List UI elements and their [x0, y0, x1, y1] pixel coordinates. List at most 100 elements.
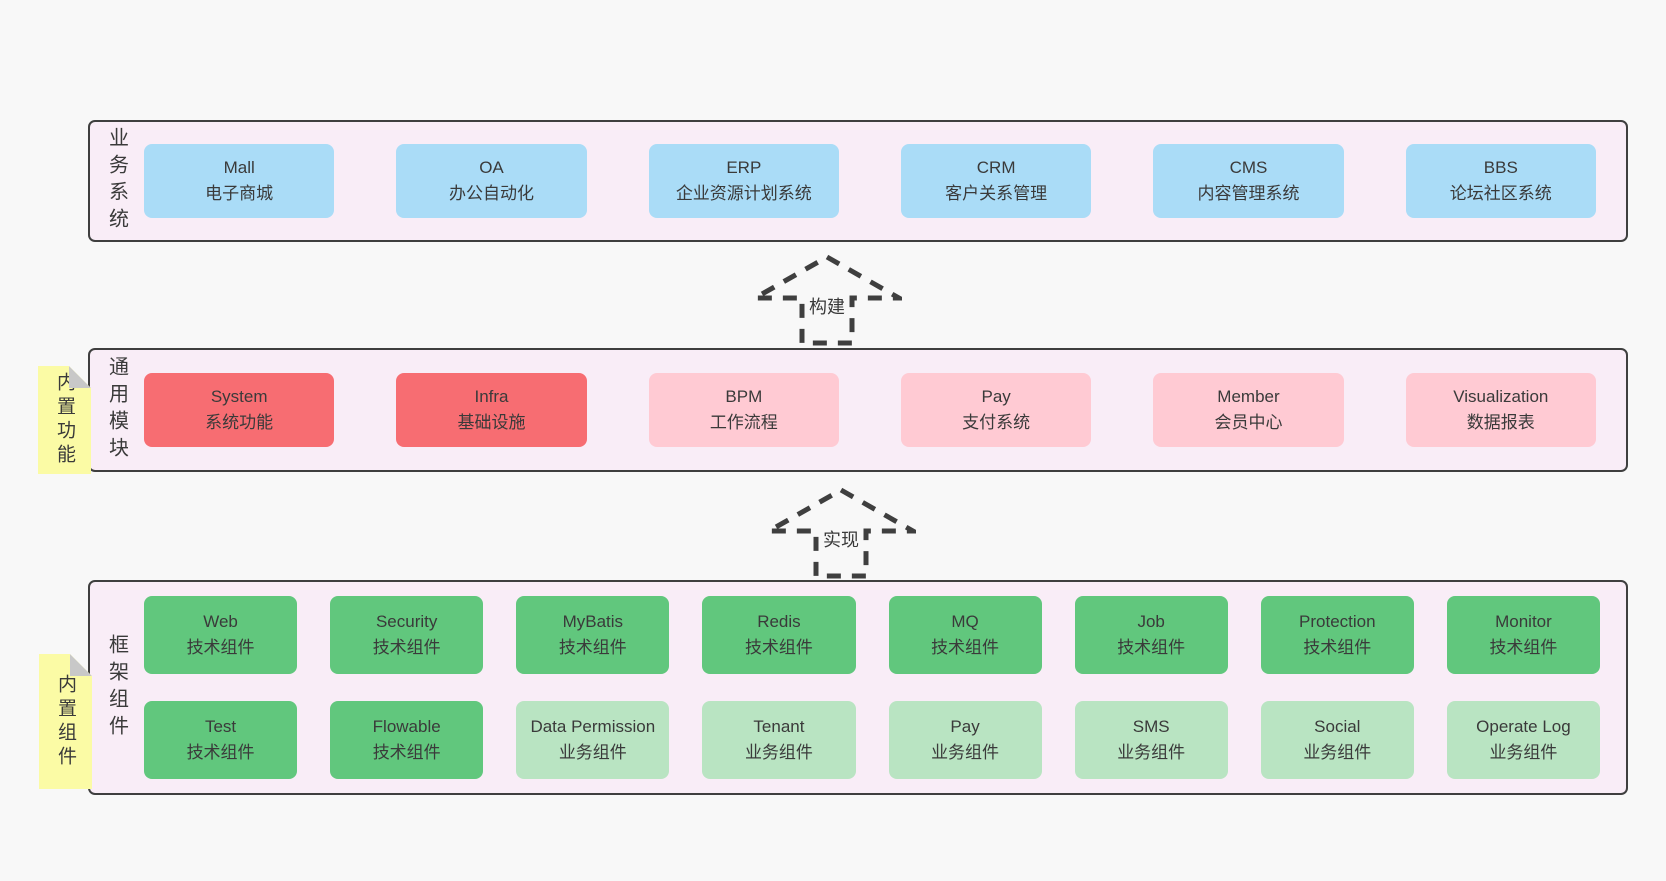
box-name: MQ	[951, 611, 979, 631]
box-desc: 内容管理系统	[1197, 184, 1300, 203]
box-desc: 支付系统	[962, 413, 1031, 432]
box-name: ERP	[726, 157, 762, 177]
box-desc: 系统功能	[205, 413, 274, 432]
arrow-up-icon	[752, 254, 902, 346]
framework-components-grid: Web 技术组件 Security 技术组件 MyBatis 技术组件 Redi…	[144, 596, 1600, 779]
arrow-up-icon	[766, 487, 916, 579]
box-web: Web 技术组件	[144, 596, 298, 674]
box-name: SMS	[1132, 716, 1170, 736]
box-data-permission: Data Permission 业务组件	[516, 701, 670, 779]
framework-components-row-bottom: Test 技术组件 Flowable 技术组件 Data Permission …	[144, 701, 1600, 779]
box-sms: SMS 业务组件	[1074, 701, 1228, 779]
box-name: Data Permission	[530, 716, 656, 736]
box-desc: 技术组件	[931, 638, 1000, 657]
implement-arrow: 实现	[766, 487, 916, 579]
box-name: System	[210, 386, 268, 406]
section-label-text: 业务系统	[105, 127, 128, 235]
section-common-modules: 通用模块 System 系统功能 Infra 基础设施 BPM 工作流程 Pay…	[88, 348, 1628, 472]
box-protection: Protection 技术组件	[1260, 596, 1414, 674]
box-name: BPM	[725, 386, 763, 406]
box-mq: MQ 技术组件	[888, 596, 1042, 674]
box-name: Social	[1314, 716, 1361, 736]
box-name: Security	[375, 611, 438, 631]
section-business-systems-label: 业务系统	[90, 127, 144, 235]
box-erp: ERP 企业资源计划系统	[648, 144, 839, 218]
box-bpm: BPM 工作流程	[648, 373, 839, 447]
box-name: Protection	[1299, 611, 1376, 631]
box-test: Test 技术组件	[144, 701, 298, 779]
section-label-text: 框架组件	[105, 633, 128, 742]
build-arrow-label: 构建	[805, 291, 849, 320]
build-arrow: 构建	[752, 254, 902, 346]
sticky-note-builtin-features: 内置功能	[38, 366, 91, 474]
box-infra: Infra 基础设施	[396, 373, 587, 447]
box-desc: 业务组件	[558, 743, 627, 762]
box-name: Job	[1137, 611, 1165, 631]
common-modules-boxes: System 系统功能 Infra 基础设施 BPM 工作流程 Pay 支付系统…	[144, 373, 1596, 447]
box-name: Tenant	[753, 716, 805, 736]
box-desc: 业务组件	[1489, 743, 1558, 762]
box-monitor: Monitor 技术组件	[1446, 596, 1600, 674]
box-member: Member 会员中心	[1153, 373, 1344, 447]
business-systems-boxes: Mall 电子商城 OA 办公自动化 ERP 企业资源计划系统 CRM 客户关系…	[144, 144, 1596, 218]
box-desc: 业务组件	[931, 743, 1000, 762]
box-redis: Redis 技术组件	[702, 596, 856, 674]
box-name: Visualization	[1453, 386, 1549, 406]
box-desc: 工作流程	[709, 413, 778, 432]
box-pay-component: Pay 业务组件	[888, 701, 1042, 779]
box-name: CRM	[976, 157, 1016, 177]
box-desc: 客户关系管理	[945, 184, 1048, 203]
box-desc: 数据报表	[1466, 413, 1535, 432]
box-desc: 技术组件	[1489, 638, 1558, 657]
box-visualization: Visualization 数据报表	[1405, 373, 1596, 447]
box-desc: 技术组件	[372, 743, 441, 762]
box-desc: 基础设施	[457, 413, 526, 432]
box-social: Social 业务组件	[1260, 701, 1414, 779]
box-name: Redis	[757, 611, 801, 631]
box-desc: 技术组件	[372, 638, 441, 657]
box-desc: 技术组件	[186, 743, 255, 762]
box-name: Member	[1217, 386, 1280, 406]
section-common-modules-label: 通用模块	[90, 356, 144, 464]
section-business-systems: 业务系统 Mall 电子商城 OA 办公自动化 ERP 企业资源计划系统 CRM…	[88, 120, 1628, 242]
box-name: Pay	[950, 716, 980, 736]
section-framework-components: 框架组件 Web 技术组件 Security 技术组件 MyBatis 技术组件…	[88, 580, 1628, 795]
box-security: Security 技术组件	[330, 596, 484, 674]
box-desc: 电子商城	[205, 184, 274, 203]
box-name: MyBatis	[562, 611, 624, 631]
box-mybatis: MyBatis 技术组件	[516, 596, 670, 674]
box-desc: 技术组件	[558, 638, 627, 657]
box-desc: 办公自动化	[448, 184, 534, 203]
sticky-note-text: 内置功能	[54, 372, 75, 468]
box-desc: 技术组件	[1303, 638, 1372, 657]
box-name: Test	[204, 716, 237, 736]
box-desc: 业务组件	[1303, 743, 1372, 762]
box-cms: CMS 内容管理系统	[1153, 144, 1344, 218]
box-name: Operate Log	[1476, 716, 1571, 736]
sticky-note-text: 内置组件	[55, 673, 76, 770]
box-name: Flowable	[372, 716, 441, 736]
box-name: OA	[479, 157, 504, 177]
box-name: Pay	[981, 386, 1011, 406]
box-tenant: Tenant 业务组件	[702, 701, 856, 779]
box-pay-module: Pay 支付系统	[900, 373, 1092, 447]
box-name: Monitor	[1495, 611, 1552, 631]
box-flowable: Flowable 技术组件	[330, 701, 484, 779]
box-name: Infra	[474, 386, 509, 406]
box-desc: 业务组件	[744, 743, 813, 762]
box-desc: 业务组件	[1117, 743, 1186, 762]
box-mall: Mall 电子商城	[144, 144, 335, 218]
box-name: CMS	[1229, 157, 1268, 177]
box-operate-log: Operate Log 业务组件	[1446, 701, 1600, 779]
box-desc: 技术组件	[1117, 638, 1186, 657]
box-desc: 企业资源计划系统	[675, 184, 812, 203]
section-framework-components-label: 框架组件	[90, 634, 144, 742]
box-desc: 技术组件	[744, 638, 813, 657]
section-label-text: 通用模块	[105, 356, 128, 464]
box-bbs: BBS 论坛社区系统	[1405, 144, 1596, 218]
box-desc: 会员中心	[1214, 413, 1283, 432]
box-name: Mall	[223, 157, 255, 177]
implement-arrow-label: 实现	[819, 524, 863, 553]
box-desc: 技术组件	[186, 638, 255, 657]
